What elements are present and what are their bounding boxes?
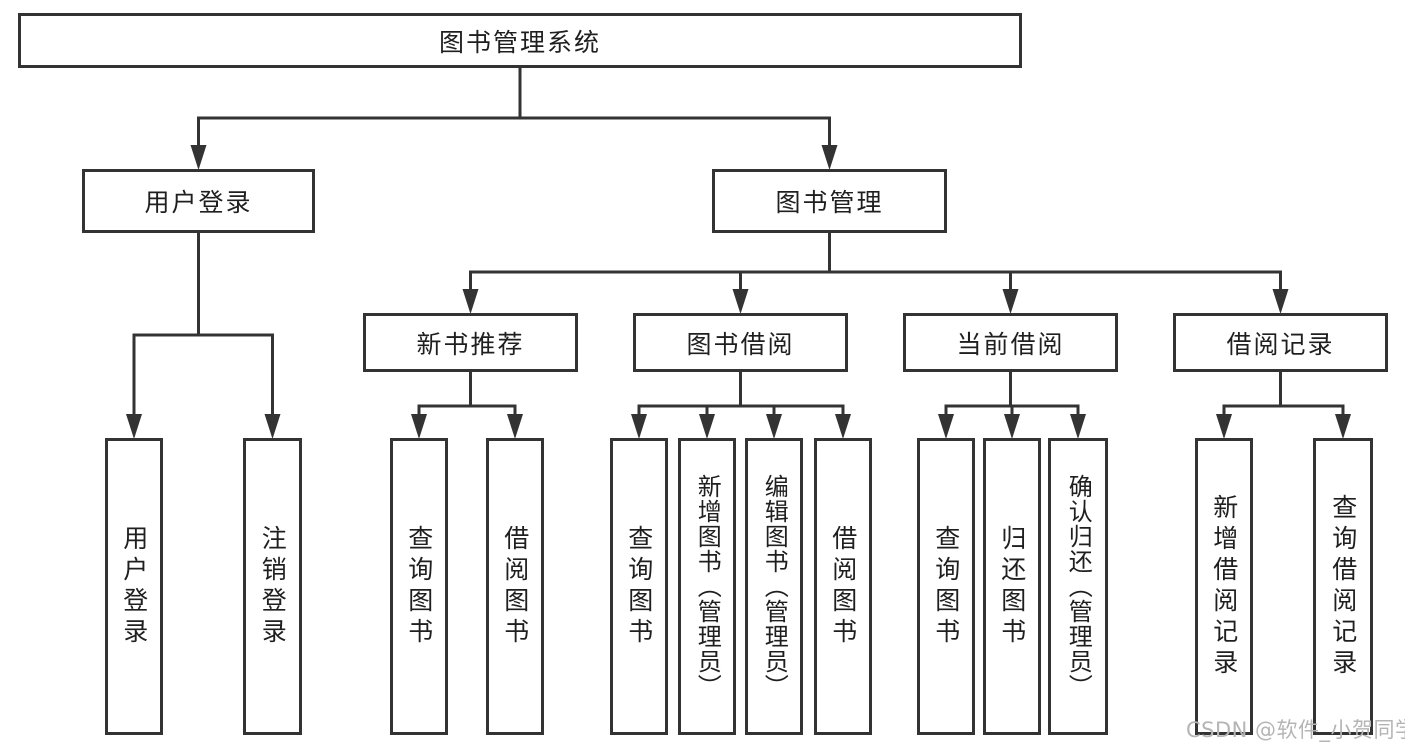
arrowhead-icon [411,414,427,439]
node-label: 查询图书 [931,524,961,649]
node-label: 借阅图书 [828,524,858,649]
node-leaf-return-book: 归还图书 [983,438,1041,735]
node-borrow-records: 借阅记录 [1173,313,1388,372]
arrowhead-icon [1335,414,1351,439]
node-label: 查询借阅记录 [1328,493,1358,680]
node-leaf-logout: 注销登录 [243,438,302,735]
arrowhead-icon [631,414,647,439]
arrowhead-icon [1004,414,1020,439]
node-label: 新书推荐 [416,329,525,359]
node-label: 借阅图书 [500,524,530,649]
node-user-login: 用户登录 [82,169,315,233]
node-label: 用户登录 [144,188,253,217]
node-label: 编辑图书（管理员） [760,474,789,699]
arrowhead-icon [1272,289,1289,314]
node-label: 图书借阅 [686,329,795,359]
arrowhead-icon [766,414,782,439]
node-current-borrow: 当前借阅 [903,313,1118,372]
node-leaf-borrow-book-1: 借阅图书 [486,438,544,735]
node-label: 当前借阅 [956,329,1065,359]
arrowhead-icon [507,414,523,439]
node-label: 归还图书 [997,524,1027,649]
node-label: 图书管理 [775,188,884,217]
arrowhead-icon [264,414,281,439]
watermark: CSDN @软件_小贺同学 [1186,718,1405,742]
node-leaf-confirm-return: 确认归还（管理员） [1048,438,1108,735]
arrowhead-icon [190,145,207,170]
node-leaf-query-book-1: 查询图书 [390,438,448,735]
node-label: 用户登录 [119,524,149,649]
arrowhead-icon [462,289,479,314]
node-label: 新增借阅记录 [1209,493,1239,680]
arrowhead-icon [835,414,851,439]
node-label: 查询图书 [624,524,654,649]
arrowhead-icon [821,145,838,170]
arrowhead-icon [699,414,715,439]
node-leaf-query-borrow-record: 查询借阅记录 [1313,438,1373,735]
node-book-borrow: 图书借阅 [633,313,848,372]
node-label: 新增图书（管理员） [693,474,722,699]
node-leaf-query-book-3: 查询图书 [917,438,975,735]
node-new-book-rec: 新书推荐 [363,313,578,372]
arrowhead-icon [1070,414,1086,439]
arrowhead-icon [126,414,142,439]
arrowhead-icon [1002,289,1019,314]
node-leaf-add-borrow-record: 新增借阅记录 [1195,438,1253,735]
node-label: 图书管理系统 [438,27,601,57]
node-book-mgmt: 图书管理 [712,169,947,233]
node-leaf-edit-book: 编辑图书（管理员） [745,438,803,735]
node-label: 借阅记录 [1226,329,1335,359]
node-label: 注销登录 [258,524,288,649]
node-leaf-query-book-2: 查询图书 [610,438,668,735]
node-leaf-borrow-book-2: 借阅图书 [814,438,872,735]
node-label: 查询图书 [404,524,434,649]
node-leaf-user-login: 用户登录 [105,438,163,735]
node-leaf-add-book: 新增图书（管理员） [678,438,736,735]
node-label: 确认归还（管理员） [1064,474,1093,699]
node-root: 图书管理系统 [18,13,1022,68]
arrowhead-icon [938,414,954,439]
arrowhead-icon [1216,414,1232,439]
arrowhead-icon [732,289,749,314]
